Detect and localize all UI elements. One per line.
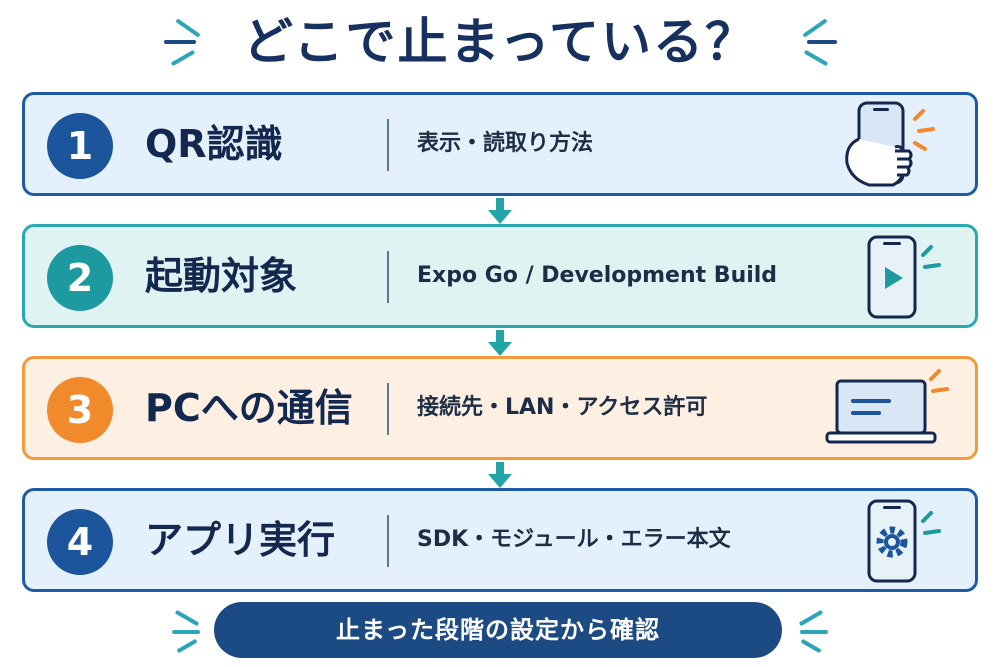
arrow-down-icon [488,462,512,488]
footer-right-dashes-icon [792,608,832,654]
step-description: 表示・読取り方法 [417,131,594,156]
footer-left-dashes-icon [170,608,210,654]
divider [387,515,389,567]
step-label: アプリ実行 [145,518,336,562]
arrow-down-icon [488,330,512,356]
step-number: 4 [47,509,113,575]
laptop-icon [825,369,949,444]
arrow-down-icon [488,198,512,224]
divider [387,383,389,435]
title-right-dashes-icon [795,18,845,68]
phone-gear-icon [867,499,941,583]
footer-banner: 止まった段階の設定から確認 [214,602,782,658]
step-4-app-run: 4 アプリ実行 SDK・モジュール・エラー本文 [22,488,978,592]
step-number: 3 [47,377,113,443]
step-description: Expo Go / Development Build [417,263,778,288]
step-label: QR認識 [145,122,283,166]
step-number: 2 [47,245,113,311]
page-title: どこで止まっている？ [243,13,757,71]
step-number: 1 [47,113,113,179]
step-label: 起動対象 [145,254,298,298]
step-1-qr: 1 QR認識 表示・読取り方法 [22,92,978,196]
step-description: 接続先・LAN・アクセス許可 [417,395,708,420]
step-description: SDK・モジュール・エラー本文 [417,527,731,552]
phone-play-icon [867,235,941,319]
phone-in-hand-icon [845,101,935,187]
step-2-launch-target: 2 起動対象 Expo Go / Development Build [22,224,978,328]
step-label: PCへの通信 [145,386,353,430]
divider [387,119,389,171]
step-3-pc-communication: 3 PCへの通信 接続先・LAN・アクセス許可 [22,356,978,460]
divider [387,251,389,303]
title-left-dashes-icon [160,18,210,68]
